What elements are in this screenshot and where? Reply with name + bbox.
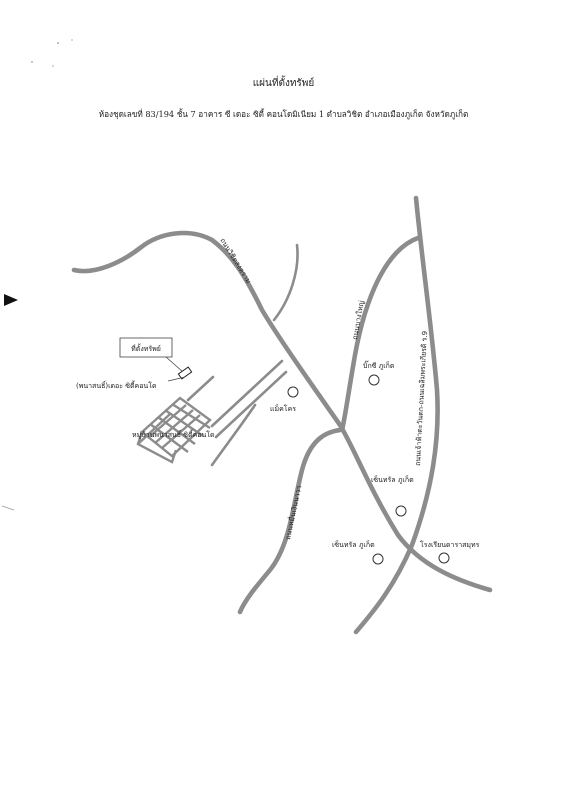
road-village-access-4: [186, 375, 215, 402]
condo-label: (พนาสนธิ์)เดอะ ซิตี้คอนโด: [76, 379, 157, 390]
village-label: หมู่บ้านพนาสนธิ์ ซิตี้คอนโด: [132, 428, 215, 439]
school-circle-marker-icon: [438, 552, 450, 564]
road-village-access-3: [210, 403, 257, 467]
speck: [52, 65, 54, 67]
triangle-pointer-icon: [4, 294, 18, 306]
central-2-label: เซ็นทรัล ภูเก็ต: [332, 540, 375, 549]
speck: [71, 39, 73, 41]
road-bang-yai: [339, 235, 421, 433]
road-label-wichit-songkhram: ถนนวิชิตสงคราม: [218, 237, 252, 285]
road-village-access-2: [214, 370, 288, 439]
bigc-circle-marker-icon: [368, 374, 380, 386]
road-chao-fa: [353, 195, 440, 635]
road-southeast: [337, 422, 493, 593]
road-village-access-1: [210, 359, 284, 428]
property-label-box: [119, 337, 173, 358]
map-title: แผ่นที่ตั้งทรัพย์: [252, 78, 315, 89]
makro-label: แม็คโคร: [270, 404, 296, 413]
road-label-chao-fa: ถนนเจ้าฟ้าตะวันตก-ถนนเฉลิมพระเกียรติ ร.9: [414, 331, 429, 466]
road-wichit-songkhram: [71, 230, 343, 428]
road-muen-ngoen: [237, 427, 343, 615]
central-1-circle-marker-icon: [395, 505, 407, 517]
central-2-circle-marker-icon: [372, 553, 384, 565]
scan-mark: [1, 505, 15, 511]
property-marker: [177, 366, 193, 380]
property-label: ที่ตั้งทรัพย์: [131, 342, 161, 353]
map-subtitle: ห้องชุดเลขที่ 83/194 ชั้น 7 อาคาร ซี เดอ…: [98, 109, 469, 119]
condo-leader-line: [167, 376, 186, 382]
speck: [57, 42, 59, 44]
village-grid: [136, 396, 212, 464]
central-1-label: เซ็นทรัล ภูเก็ต: [371, 475, 414, 484]
speck: [31, 61, 33, 63]
road-label-muen-ngoen: ถนนหมื่นเงินนาวา: [283, 485, 303, 541]
property-leader-line: [165, 356, 184, 373]
makro-circle-marker-icon: [287, 386, 299, 398]
bigc-label: บิ๊กซี ภูเก็ต: [363, 360, 395, 370]
school-label: โรงเรียนดาราสมุทร: [420, 540, 480, 549]
road-branch-north: [272, 243, 299, 322]
